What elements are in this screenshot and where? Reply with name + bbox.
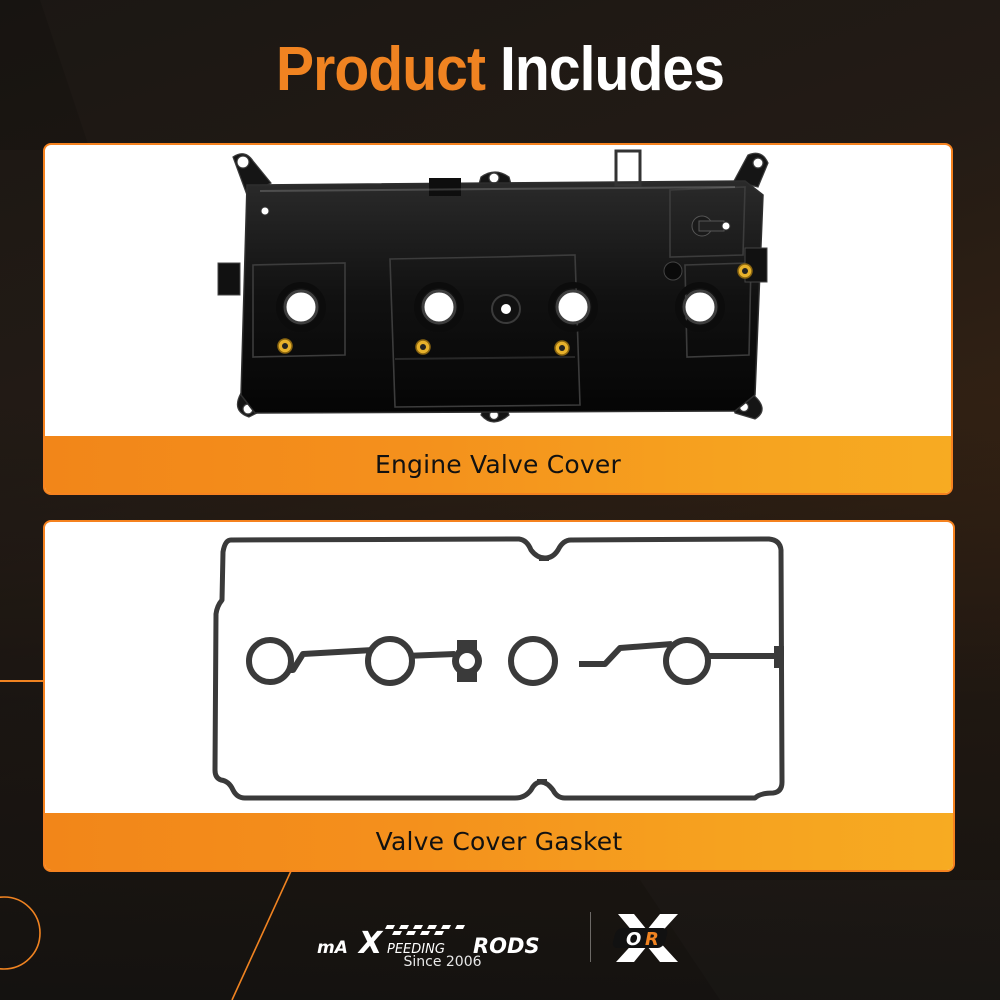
- svg-text:mA: mA: [317, 938, 348, 955]
- brand-wordmark: mA X PEEDING RODS: [317, 925, 540, 955]
- svg-text:PEEDING: PEEDING: [387, 942, 445, 955]
- title-plain-word: Includes: [499, 35, 725, 104]
- or-logo-icon: O R: [612, 914, 678, 962]
- gasket-image: [45, 522, 953, 813]
- product-card-gasket: Valve Cover Gasket: [43, 520, 955, 872]
- brand-tagline: Since 2006: [403, 954, 482, 970]
- product-label: Valve Cover Gasket: [375, 827, 623, 856]
- deco-diagonal-line: [231, 870, 292, 1000]
- engine-valve-cover-illustration: [217, 149, 769, 423]
- page-title: Product Includes: [40, 30, 960, 110]
- svg-text:R: R: [645, 929, 659, 950]
- label-bar: Engine Valve Cover: [45, 436, 951, 493]
- logo-divider: [590, 912, 591, 962]
- deco-circle: [0, 896, 41, 970]
- brand-logo-maxpeedingrods: mA X PEEDING RODS Since 2006: [315, 915, 570, 975]
- product-label: Engine Valve Cover: [375, 450, 621, 479]
- svg-text:O: O: [626, 929, 641, 950]
- label-bar: Valve Cover Gasket: [45, 813, 953, 870]
- title-accent-word: Product: [275, 35, 486, 104]
- valve-cover-gasket-illustration: [212, 536, 785, 801]
- valve-cover-image: [45, 145, 951, 436]
- svg-text:X: X: [357, 926, 384, 955]
- svg-text:RODS: RODS: [473, 934, 540, 955]
- product-card-valve-cover: Engine Valve Cover: [43, 143, 953, 495]
